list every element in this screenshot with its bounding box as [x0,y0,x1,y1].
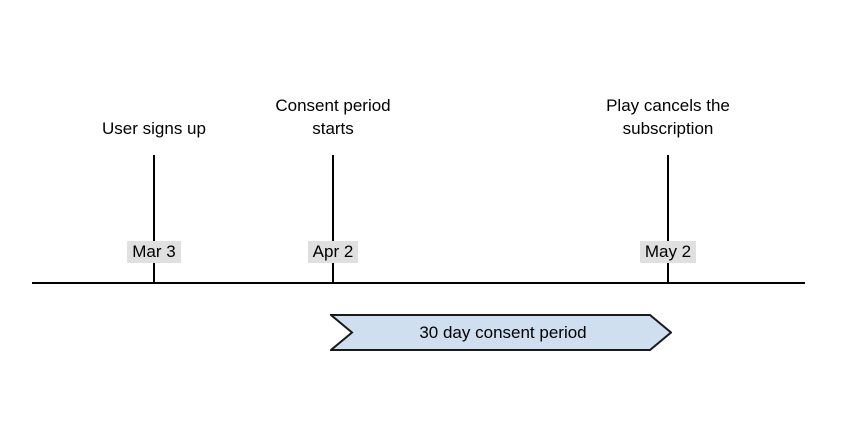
event-tick-line [332,155,334,283]
consent-period-banner: 30 day consent period [330,314,672,351]
event-title: Consent period starts [275,96,391,138]
chevron-arrow-shape [330,314,672,351]
event-title: Play cancels the subscription [606,96,730,138]
event-title: User signs up [102,119,206,138]
event-tick-line [667,155,669,283]
event-date-chip: Apr 2 [263,240,403,263]
consent-period-banner-label: 30 day consent period [419,322,587,342]
event-date-label: May 2 [639,241,697,263]
event-tick-line [153,155,155,283]
event-date-label: Mar 3 [127,241,181,263]
event-date-chip: Mar 3 [84,240,224,263]
timeline-axis [32,282,805,284]
event-date-label: Apr 2 [307,241,359,263]
event-date-chip: May 2 [598,240,738,263]
